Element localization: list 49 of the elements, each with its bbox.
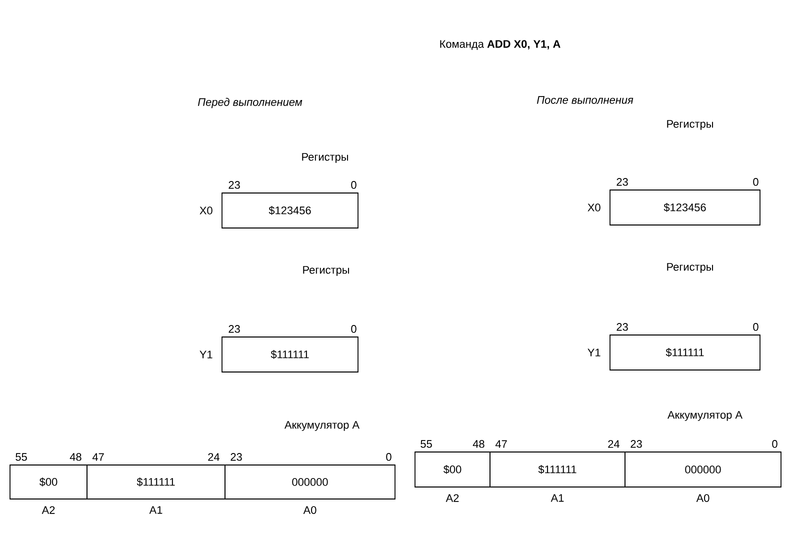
section-heading: Регистры — [303, 266, 349, 276]
register-box: $123456 — [610, 190, 760, 226]
section-heading: Регистры — [302, 153, 348, 163]
register-name: A0 — [696, 494, 710, 502]
register-box: $111111 — [222, 336, 358, 372]
register-name: Y1 — [588, 348, 600, 356]
register-cell: $00 — [414, 452, 490, 488]
register-name: X0 — [588, 204, 600, 212]
register-name: X0 — [200, 206, 212, 214]
register-name: A2 — [446, 494, 459, 502]
subtitle: После выполнения — [536, 96, 634, 104]
register-cell: 000000 — [224, 464, 396, 500]
register-name: A0 — [303, 506, 316, 514]
register-cell: $111111 — [86, 464, 226, 500]
bit-number: 24 — [608, 440, 620, 448]
bit-number: 48 — [70, 453, 82, 461]
bit-number: 55 — [16, 453, 27, 461]
section-heading: Регистры — [667, 263, 713, 273]
bit-number: 0 — [351, 181, 356, 189]
register-cell: $111111 — [490, 452, 626, 488]
title: Команда ADD X0, Y1, A — [440, 40, 560, 50]
register-name: A1 — [550, 494, 564, 502]
bit-number: 0 — [772, 440, 778, 448]
register-name: A2 — [42, 506, 55, 514]
bit-number: 23 — [616, 178, 628, 186]
bit-number: 0 — [753, 178, 758, 186]
bit-number: 24 — [208, 453, 220, 461]
register-cell: 000000 — [624, 452, 782, 488]
register-box: $111111 — [610, 334, 760, 370]
register-box: $123456 — [222, 192, 358, 228]
bit-number: 47 — [495, 440, 507, 448]
bit-number: 23 — [228, 181, 240, 189]
section-heading: Аккумулятор A — [284, 421, 360, 431]
bit-number: 48 — [472, 440, 484, 448]
register-cell: $00 — [10, 464, 88, 500]
section-heading: Регистры — [667, 120, 713, 130]
bit-number: 55 — [420, 440, 432, 448]
bit-number: 23 — [228, 325, 240, 333]
subtitle: Перед выполнением — [198, 98, 302, 108]
bit-number: 0 — [386, 453, 392, 461]
bit-number: 0 — [351, 325, 356, 333]
bit-number: 47 — [92, 453, 104, 461]
bit-number: 23 — [616, 323, 628, 331]
section-heading: Аккумулятор A — [668, 411, 742, 421]
bit-number: 0 — [753, 323, 758, 331]
bit-number: 23 — [230, 453, 242, 461]
register-name: Y1 — [200, 350, 212, 358]
bit-number: 23 — [630, 440, 642, 448]
register-name: A1 — [149, 506, 162, 514]
